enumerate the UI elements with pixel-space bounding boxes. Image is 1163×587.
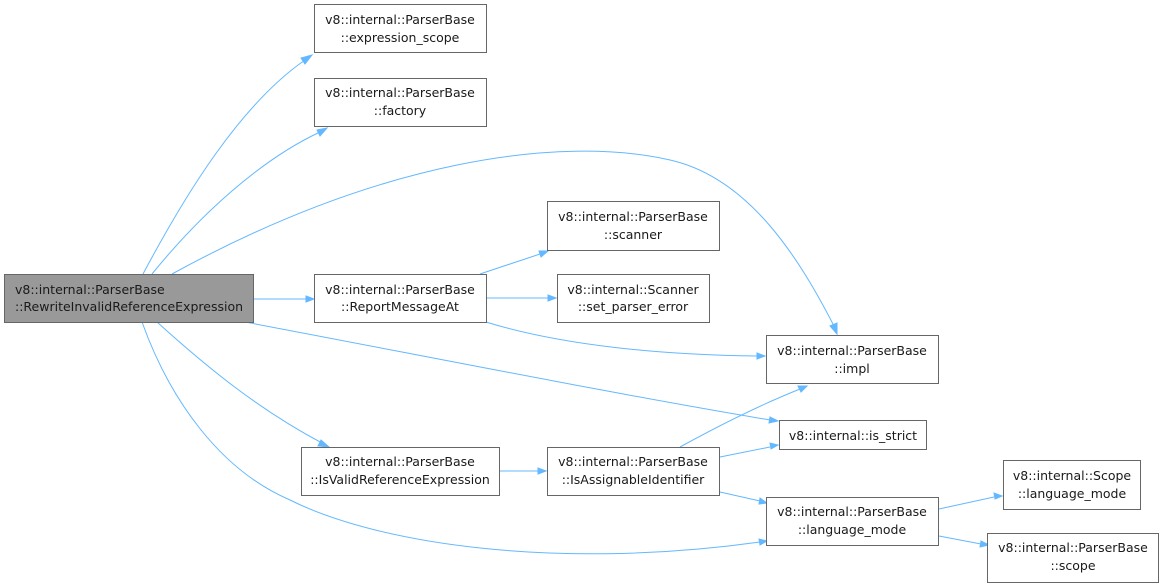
svg-text:::ReportMessageAt: ::ReportMessageAt (341, 299, 459, 314)
svg-text:v8::internal::ParserBase: v8::internal::ParserBase (777, 504, 927, 519)
svg-text:::factory: ::factory (374, 103, 427, 118)
node-impl[interactable]: v8::internal::ParserBase ::impl (766, 335, 939, 384)
svg-text:v8::internal::Scanner: v8::internal::Scanner (567, 282, 699, 297)
edge-root-to-is-strict (244, 321, 780, 424)
node-factory[interactable]: v8::internal::ParserBase ::factory (314, 78, 487, 127)
edge-is-assignable-identifier-to-is-strict (719, 442, 780, 458)
svg-text:::scanner: ::scanner (604, 227, 663, 242)
svg-text:::IsValidReferenceExpression: ::IsValidReferenceExpression (310, 472, 490, 487)
node-rewrite-invalid-reference-expression[interactable]: v8::internal::ParserBase ::RewriteInvali… (4, 274, 254, 323)
svg-text:v8::internal::ParserBase: v8::internal::ParserBase (558, 209, 708, 224)
svg-text:v8::internal::ParserBase: v8::internal::ParserBase (325, 282, 475, 297)
edge-report-message-at-to-impl (485, 321, 767, 360)
edge-parser-language-mode-to-scope (938, 535, 991, 548)
svg-text:v8::internal::ParserBase: v8::internal::ParserBase (325, 454, 475, 469)
edge-root-to-report-message-at (254, 295, 316, 303)
svg-text:::impl: ::impl (834, 361, 869, 376)
edge-is-valid-reference-expression-to-is-assignable-identifier (500, 467, 548, 475)
svg-text:::RewriteInvalidReferenceExpre: ::RewriteInvalidReferenceExpression (15, 299, 243, 314)
node-is-valid-reference-expression[interactable]: v8::internal::ParserBase ::IsValidRefere… (301, 447, 500, 496)
node-expression-scope[interactable]: v8::internal::ParserBase ::expression_sc… (314, 4, 487, 53)
edge-root-to-is-valid-reference-expression (156, 321, 331, 448)
edge-root-to-expression-scope (142, 54, 314, 275)
edge-report-message-at-to-set-parser-error (486, 294, 558, 302)
edge-is-assignable-identifier-to-parser-language-mode (719, 491, 769, 505)
svg-text:::set_parser_error: ::set_parser_error (578, 299, 689, 314)
svg-text:::IsAssignableIdentifier: ::IsAssignableIdentifier (562, 472, 705, 487)
svg-text:v8::internal::ParserBase: v8::internal::ParserBase (325, 85, 475, 100)
edge-report-message-at-to-scanner (479, 250, 550, 275)
node-report-message-at[interactable]: v8::internal::ParserBase ::ReportMessage… (314, 274, 487, 323)
svg-text:::scope: ::scope (1050, 558, 1095, 573)
svg-text:v8::internal::ParserBase: v8::internal::ParserBase (325, 12, 475, 27)
svg-text:::expression_scope: ::expression_scope (341, 30, 460, 45)
node-is-assignable-identifier[interactable]: v8::internal::ParserBase ::IsAssignableI… (547, 447, 720, 496)
svg-text:v8::internal::ParserBase: v8::internal::ParserBase (558, 454, 708, 469)
edge-parser-language-mode-to-scope-language-mode (938, 492, 1004, 510)
svg-text:v8::internal::ParserBase: v8::internal::ParserBase (777, 343, 927, 358)
node-set-parser-error[interactable]: v8::internal::Scanner ::set_parser_error (557, 274, 710, 323)
edge-root-to-parser-language-mode (141, 321, 769, 555)
edge-root-to-factory (151, 127, 329, 275)
svg-text:v8::internal::ParserBase: v8::internal::ParserBase (15, 282, 165, 297)
edge-root-to-impl (171, 150, 838, 336)
svg-text:v8::internal::Scope: v8::internal::Scope (1013, 468, 1132, 483)
svg-text:v8::internal::is_strict: v8::internal::is_strict (789, 428, 917, 443)
svg-text:::language_mode: ::language_mode (798, 522, 907, 537)
node-scope-language-mode[interactable]: v8::internal::Scope ::language_mode (1003, 460, 1141, 510)
svg-text:::language_mode: ::language_mode (1018, 486, 1127, 501)
node-scanner[interactable]: v8::internal::ParserBase ::scanner (547, 201, 720, 251)
node-parser-language-mode[interactable]: v8::internal::ParserBase ::language_mode (766, 497, 939, 546)
node-is-strict[interactable]: v8::internal::is_strict (779, 420, 927, 450)
svg-text:v8::internal::ParserBase: v8::internal::ParserBase (998, 540, 1148, 555)
node-scope[interactable]: v8::internal::ParserBase ::scope (987, 533, 1159, 583)
edge-is-assignable-identifier-to-impl (679, 385, 809, 448)
